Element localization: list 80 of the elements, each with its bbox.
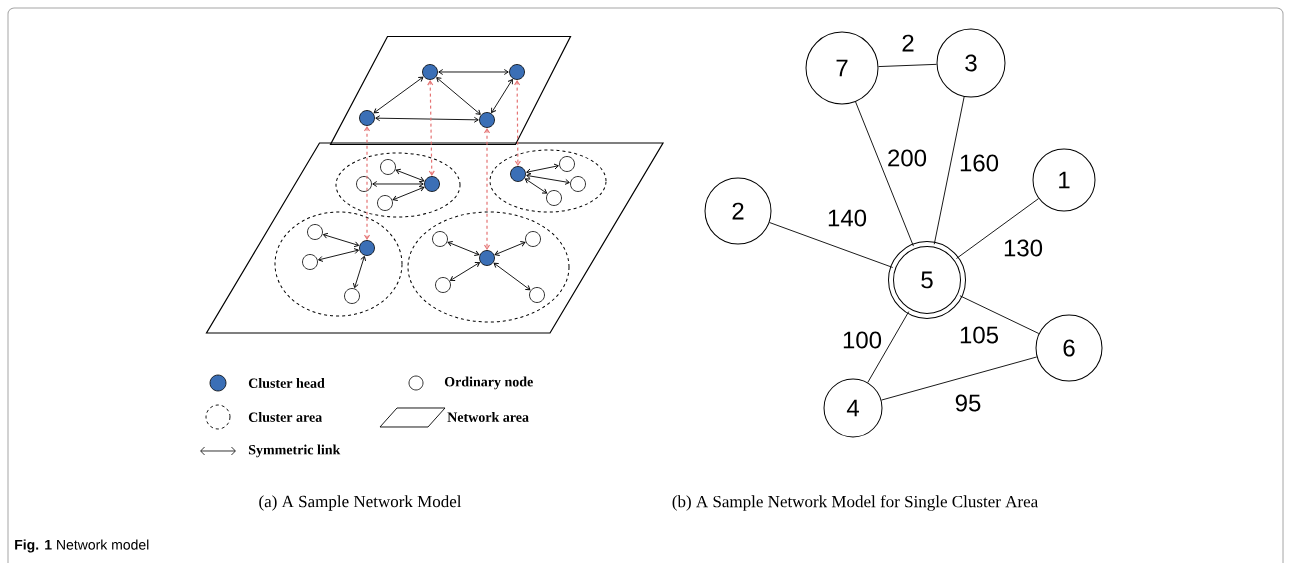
graph-node: 1 [1032,148,1096,212]
link-arrow [427,79,435,177]
figure-caption: Fig. 1 Network model [15,539,149,553]
graph-edge [956,198,1039,259]
link-arrow [447,241,480,256]
cluster-area [274,211,403,317]
graph-edge [959,295,1040,334]
link-arrow [514,79,521,167]
link-arrow [363,125,371,241]
link-arrow [322,232,360,248]
graph-node: 6 [1035,314,1103,382]
network-area [329,35,572,146]
graph-edge [867,311,910,383]
graph-edge [878,63,937,68]
link-arrow [493,262,531,291]
link-arrow [372,181,424,187]
ordinary-node [356,176,372,192]
cluster-area [407,211,570,323]
graph-edge [855,101,914,247]
link-arrow [491,78,513,114]
graph-edge [769,222,894,268]
ordinary-node [380,159,396,175]
cluster-area [489,149,607,213]
link-arrow [373,76,424,114]
link-arrow [395,168,425,183]
cluster-head [510,166,526,182]
cluster-area [335,152,461,218]
link-arrow [352,255,367,289]
ordinary-node [546,190,562,206]
subfigure-caption: (b) A Sample Network Model for Single Cluster Area [672,495,1038,511]
graph-node: 4 [823,378,883,438]
legend-label: Cluster area [248,412,322,422]
cluster-head [479,250,495,266]
ordinary-node [570,176,586,192]
cluster-head [359,240,375,256]
cluster-head [359,110,375,126]
legend-label: Symmetric link [248,444,341,458]
cluster-head [509,64,525,80]
link-arrow [526,163,559,175]
edge-label: 200 [886,148,929,168]
ordinary-node [559,156,575,172]
edge-label: 160 [958,153,1001,173]
link-arrow [450,262,480,281]
link-arrow [436,77,481,115]
graph-node: 7 [805,31,879,105]
legend-label: Network area [447,412,529,422]
graph-edge [880,356,1038,401]
edge-label: 140 [826,208,869,228]
network-area [205,142,665,334]
ordinary-node [432,231,448,247]
graph-node: 2 [704,177,772,245]
ordinary-node [529,287,545,303]
legend-label: Cluster head [248,378,325,388]
cluster-head [479,112,495,128]
legend-label: Ordinary node [444,376,533,390]
link-arrow [392,186,425,201]
graph-node: 3 [936,28,1006,98]
link-arrow [483,127,491,251]
link-arrow [526,173,570,185]
link-arrow [375,115,479,123]
edge-label: 105 [958,325,1001,345]
subfigure-caption: (a) A Sample Network Model [259,495,462,511]
graph-edge [933,96,965,245]
ordinary-node [344,288,360,304]
link-arrow [524,178,548,194]
edge-label: 95 [953,393,983,413]
ordinary-node [435,277,451,293]
edge-label: 130 [1002,238,1045,258]
ordinary-node [377,195,393,211]
link-arrow [318,248,359,262]
link-arrow [494,241,526,256]
cluster-head [424,176,440,192]
graph-node: 5 [888,241,966,319]
ordinary-node [525,231,541,247]
edge-label: 100 [841,330,884,350]
edge-label: 2 [900,33,916,53]
cluster-head [422,64,438,80]
ordinary-node [307,224,323,240]
link-arrow [438,69,509,75]
ordinary-node [302,254,318,270]
